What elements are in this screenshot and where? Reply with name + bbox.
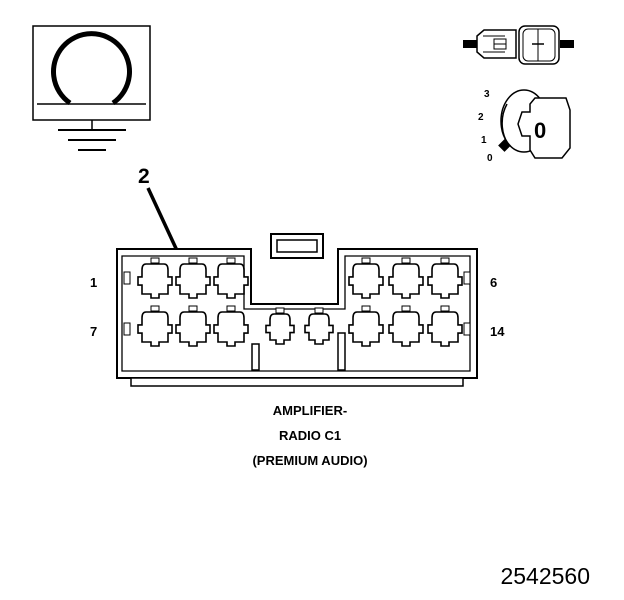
key-position-0: 0 bbox=[487, 153, 493, 164]
connector-cavities bbox=[137, 257, 463, 347]
caption-line-3: (PREMIUM AUDIO) bbox=[252, 453, 368, 468]
terminal-cavity bbox=[427, 311, 463, 347]
key-cylinder-label: 0 bbox=[534, 118, 546, 143]
terminal-cavity bbox=[348, 311, 384, 347]
cavity-notch bbox=[188, 305, 198, 312]
cavity-notch bbox=[188, 257, 198, 264]
connector-plug-icon bbox=[463, 25, 574, 65]
key-position-1: 1 bbox=[481, 135, 487, 146]
terminal-cavity bbox=[348, 263, 384, 299]
terminal-cavity bbox=[388, 311, 424, 347]
pin-label-6: 6 bbox=[490, 275, 497, 290]
cavity-notch bbox=[150, 305, 160, 312]
pin-label-1: 1 bbox=[90, 275, 97, 290]
ohmmeter-ground-icon bbox=[32, 25, 151, 151]
key-position-3: 3 bbox=[484, 89, 490, 100]
terminal-cavity bbox=[265, 313, 295, 345]
figure-number: 2542560 bbox=[500, 563, 590, 589]
cavity-notch bbox=[361, 305, 371, 312]
terminal-cavity bbox=[175, 263, 211, 299]
cavity-notch bbox=[150, 257, 160, 264]
cavity-notch bbox=[361, 257, 371, 264]
caption-line-1: AMPLIFIER- bbox=[272, 403, 348, 418]
cavity-notch bbox=[226, 305, 236, 312]
cavity-notch bbox=[401, 305, 411, 312]
terminal-cavity bbox=[427, 263, 463, 299]
cavity-notch bbox=[275, 307, 285, 314]
cavity-notch bbox=[226, 257, 236, 264]
terminal-cavity bbox=[137, 263, 173, 299]
terminal-cavity bbox=[213, 311, 249, 347]
terminal-cavity bbox=[175, 311, 211, 347]
cavity-notch bbox=[440, 305, 450, 312]
terminal-cavity bbox=[304, 313, 334, 345]
pin-label-14: 14 bbox=[490, 324, 505, 339]
terminal-cavity bbox=[388, 263, 424, 299]
key-position-2: 2 bbox=[478, 112, 484, 123]
cavity-notch bbox=[401, 257, 411, 264]
cavity-notch bbox=[314, 307, 324, 314]
caption-line-2: RADIO C1 bbox=[278, 428, 342, 443]
callout-number: 2 bbox=[138, 165, 150, 188]
ignition-key-icon bbox=[498, 89, 571, 159]
pin-label-7: 7 bbox=[90, 324, 97, 339]
terminal-cavity bbox=[213, 263, 249, 299]
connector-housing bbox=[116, 233, 478, 387]
terminal-cavity bbox=[137, 311, 173, 347]
cavity-notch bbox=[440, 257, 450, 264]
